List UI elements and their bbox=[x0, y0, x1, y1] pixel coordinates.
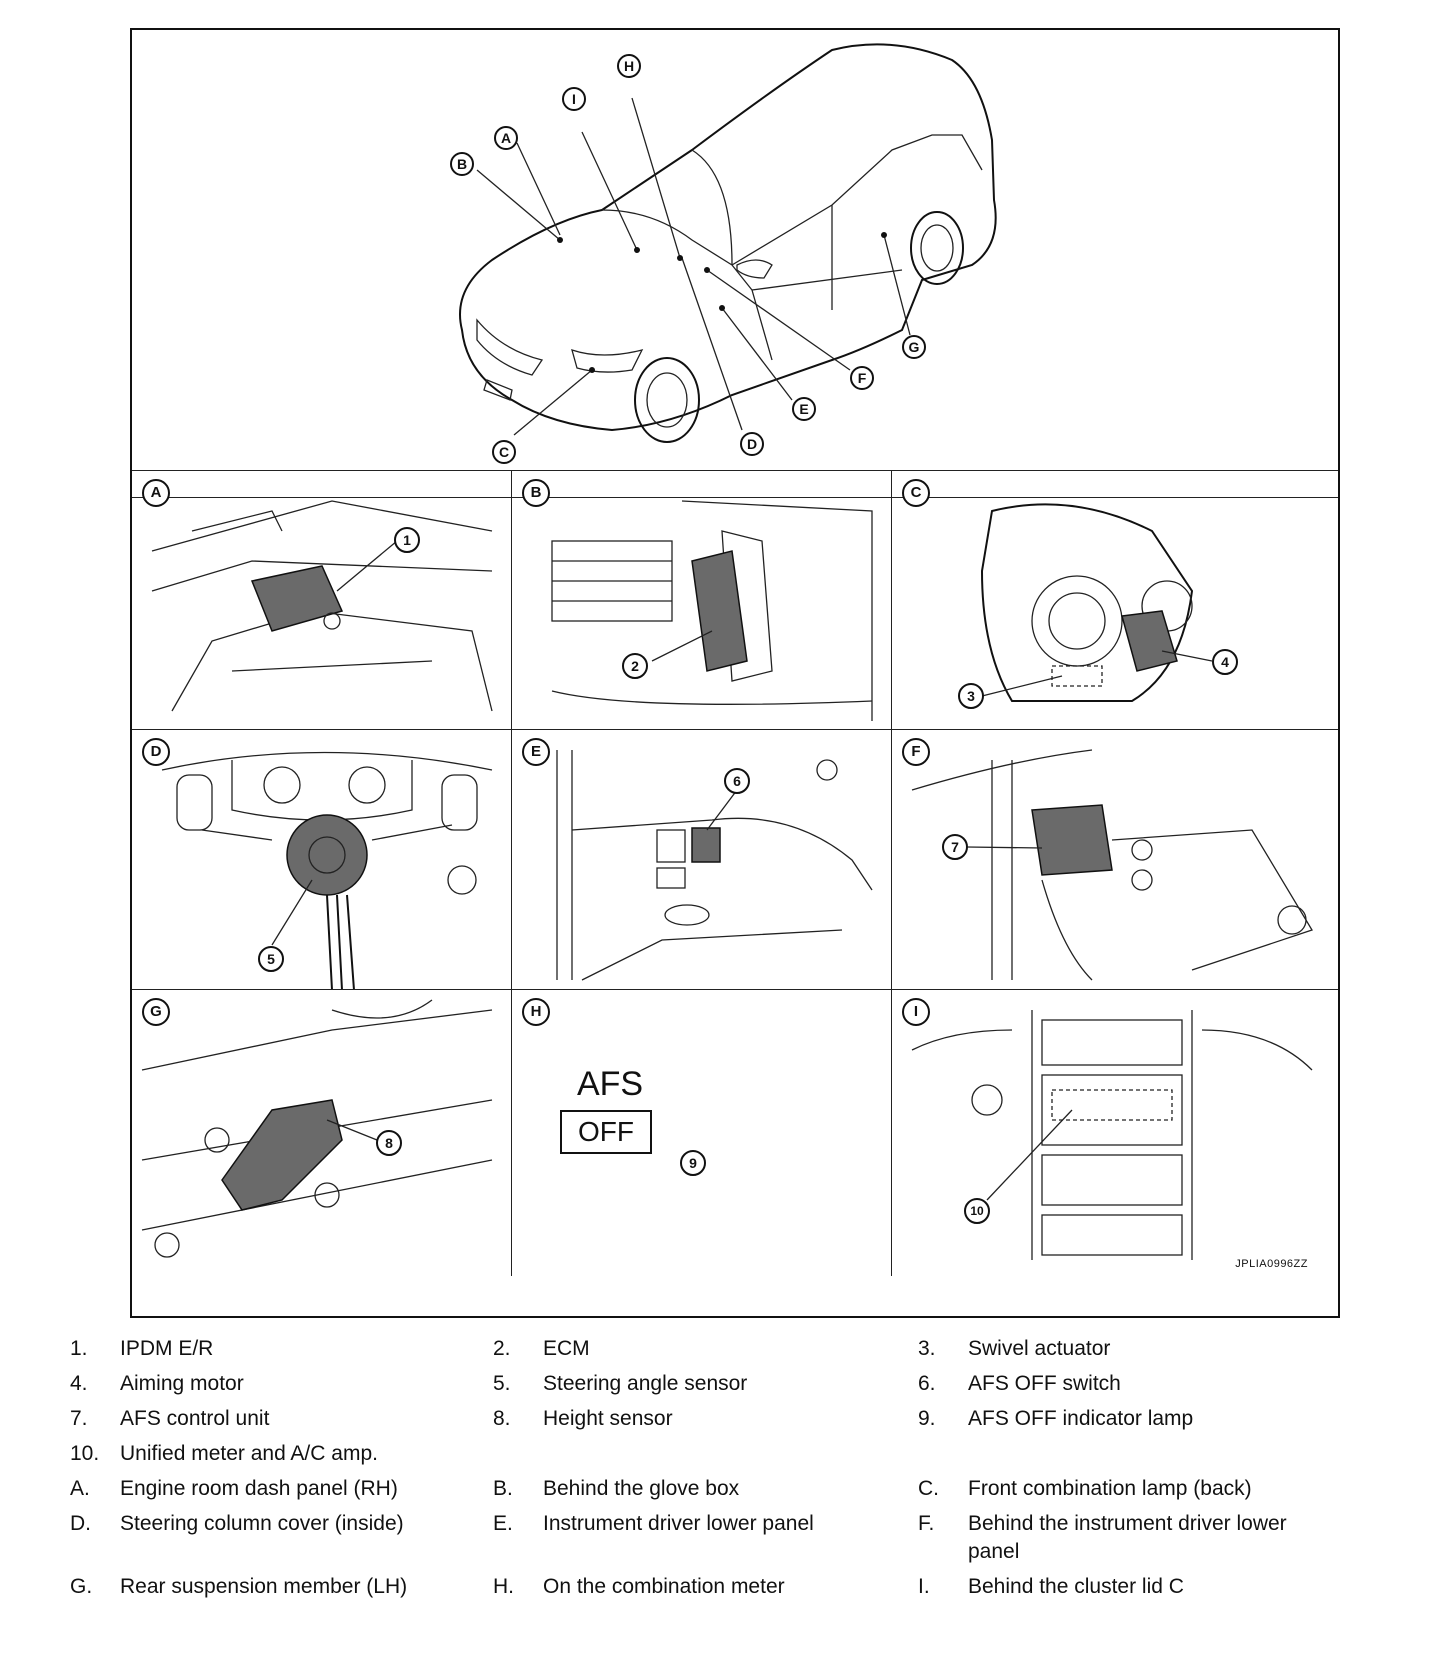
legend-key: G. bbox=[70, 1575, 93, 1598]
legend-key: B. bbox=[493, 1477, 513, 1500]
legend-key: 7. bbox=[70, 1407, 88, 1430]
legend-key: 8. bbox=[493, 1407, 511, 1430]
legend-key: I. bbox=[918, 1575, 930, 1598]
rear-suspension-drawing bbox=[141, 999, 493, 1258]
item-badge-2: 2 bbox=[622, 653, 648, 679]
legend-text: Height sensor bbox=[543, 1407, 673, 1430]
legend-key: 1. bbox=[70, 1337, 88, 1360]
panel-letter-i: I bbox=[902, 998, 930, 1026]
legend-text: On the combination meter bbox=[543, 1575, 785, 1598]
figure-code: JPLIA0996ZZ bbox=[1235, 1258, 1308, 1270]
panel-b: B 2 bbox=[512, 470, 892, 730]
panel-letter-c: C bbox=[902, 479, 930, 507]
legend-text: Rear suspension member (LH) bbox=[120, 1575, 408, 1598]
legend-text: IPDM E/R bbox=[120, 1337, 214, 1360]
afs-off-indicator-box: OFF bbox=[560, 1110, 652, 1154]
legend-text: Instrument driver lower panel bbox=[543, 1512, 814, 1535]
legend-key: 3. bbox=[918, 1337, 936, 1360]
legend-text: Engine room dash panel (RH) bbox=[120, 1477, 398, 1500]
combination-lamp-drawing bbox=[980, 503, 1213, 702]
car-callout-a: A bbox=[494, 126, 518, 150]
item-badge-4: 4 bbox=[1212, 649, 1238, 675]
panel-letter-g: G bbox=[142, 998, 170, 1026]
car-overview: A B C D E F G H I bbox=[132, 30, 1338, 498]
legend-key: F. bbox=[918, 1512, 935, 1535]
legend-text: Swivel actuator bbox=[968, 1337, 1111, 1360]
panel-h: H 9 bbox=[512, 990, 892, 1276]
legend-text: AFS control unit bbox=[120, 1407, 270, 1430]
item-badge-10: 10 bbox=[964, 1198, 990, 1224]
panel-letter-f: F bbox=[902, 738, 930, 766]
item-badge-3: 3 bbox=[958, 683, 984, 709]
car-callout-b: B bbox=[450, 152, 474, 176]
panel-e: E 6 bbox=[512, 730, 892, 990]
car-callout-f: F bbox=[850, 366, 874, 390]
panel-letter-e: E bbox=[522, 738, 550, 766]
legend-key: 9. bbox=[918, 1407, 936, 1430]
panel-letter-h: H bbox=[522, 998, 550, 1026]
legend-text: Steering column cover (inside) bbox=[120, 1512, 404, 1535]
legend-key: 2. bbox=[493, 1337, 511, 1360]
legend-text: Aiming motor bbox=[120, 1372, 244, 1395]
car-callout-i: I bbox=[562, 87, 586, 111]
legend-text: AFS OFF indicator lamp bbox=[968, 1407, 1194, 1430]
item-badge-8: 8 bbox=[376, 1130, 402, 1156]
legend-key: D. bbox=[70, 1512, 91, 1535]
steering-column-drawing bbox=[161, 751, 493, 989]
engine-room-drawing bbox=[151, 500, 493, 712]
car-callout-d: D bbox=[740, 432, 764, 456]
panel-g: G 8 bbox=[132, 990, 512, 1276]
legend-text: AFS OFF switch bbox=[968, 1372, 1121, 1395]
legend-text: Behind the glove box bbox=[543, 1477, 740, 1500]
instrument-lower-panel-drawing bbox=[556, 750, 873, 981]
afs-indicator-label: AFS bbox=[576, 1065, 644, 1103]
legend-key: 5. bbox=[493, 1372, 511, 1395]
item-badge-9: 9 bbox=[680, 1150, 706, 1176]
panel-letter-d: D bbox=[142, 738, 170, 766]
legend-key: H. bbox=[493, 1575, 514, 1598]
legend-text: Front combination lamp (back) bbox=[968, 1477, 1252, 1500]
glove-box-area-drawing bbox=[551, 500, 873, 721]
legend-key: 4. bbox=[70, 1372, 88, 1395]
behind-lower-panel-drawing bbox=[911, 749, 1313, 981]
item-badge-5: 5 bbox=[258, 946, 284, 972]
item-badge-6: 6 bbox=[724, 768, 750, 794]
panel-letter-b: B bbox=[522, 479, 550, 507]
car-outline-drawing bbox=[459, 43, 997, 443]
legend-text: ECM bbox=[543, 1337, 590, 1360]
item-badge-1: 1 bbox=[394, 527, 420, 553]
car-callout-c: C bbox=[492, 440, 516, 464]
panel-c: C 3 4 bbox=[892, 470, 1338, 730]
legend-text: Behind the cluster lid C bbox=[968, 1575, 1184, 1598]
legend-key: C. bbox=[918, 1477, 939, 1500]
component-location-figure: A B C D E F G H I A 1 B bbox=[130, 28, 1340, 1318]
legend-key: 6. bbox=[918, 1372, 936, 1395]
panel-f: F 7 bbox=[892, 730, 1338, 990]
legend-text: Unified meter and A/C amp. bbox=[120, 1442, 378, 1465]
legend-key: E. bbox=[493, 1512, 513, 1535]
panel-a: A 1 bbox=[132, 470, 512, 730]
item-badge-7: 7 bbox=[942, 834, 968, 860]
panel-letter-a: A bbox=[142, 479, 170, 507]
legend-text: Behind the instrument driver lower panel bbox=[968, 1512, 1287, 1563]
car-callout-g: G bbox=[902, 335, 926, 359]
car-callout-e: E bbox=[792, 397, 816, 421]
legend-key: 10. bbox=[70, 1442, 100, 1465]
legend-key: A. bbox=[70, 1477, 90, 1500]
legend-text: Steering angle sensor bbox=[543, 1372, 748, 1395]
car-callout-h: H bbox=[617, 54, 641, 78]
panel-i: I 10 JPLIA0996ZZ bbox=[892, 990, 1338, 1276]
panel-d: D 5 bbox=[132, 730, 512, 990]
cluster-lid-drawing bbox=[911, 1010, 1313, 1260]
